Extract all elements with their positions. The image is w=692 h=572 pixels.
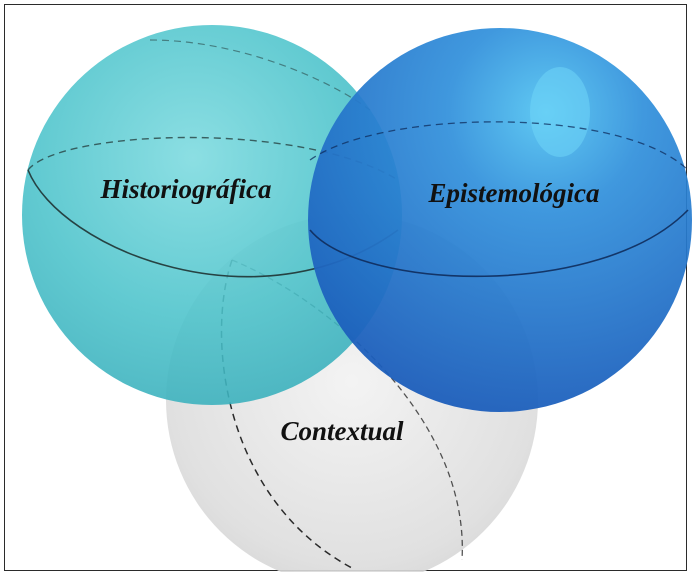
sphere-label-epistemologica: Epistemológica <box>428 178 600 208</box>
sphere-label-contextual: Contextual <box>280 416 404 446</box>
sphere-label-historiografica: Historiográfica <box>99 174 271 204</box>
sphere-epistemologica <box>308 28 692 412</box>
